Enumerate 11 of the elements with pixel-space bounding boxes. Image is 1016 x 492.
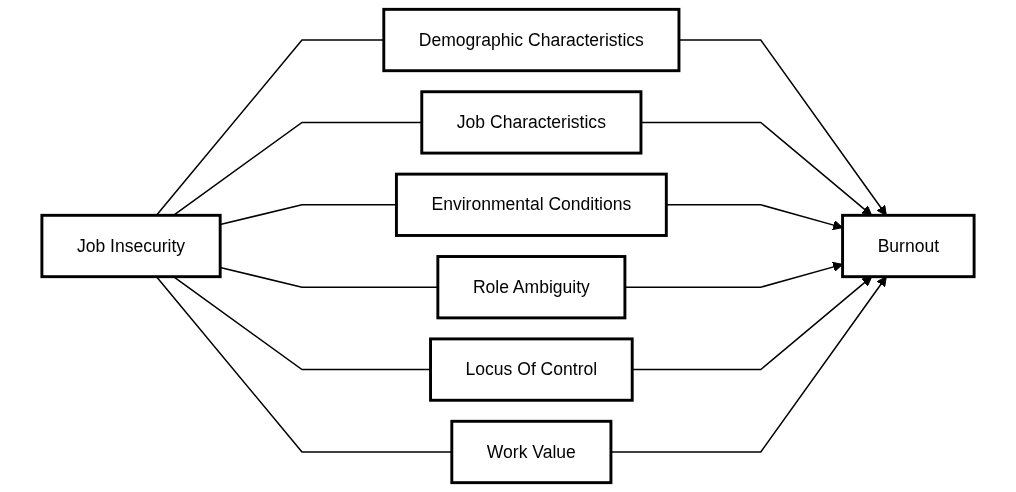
node-box: Work Value — [450, 419, 613, 485]
node-box: Locus Of Control — [429, 337, 634, 402]
node-box: Job Characteristics — [420, 90, 643, 155]
node-box: Environmental Conditions — [394, 172, 668, 237]
node-box: Role Ambiguity — [436, 255, 627, 320]
arrow — [640, 121, 873, 216]
arrow — [610, 276, 887, 453]
node-box: Burnout — [841, 213, 976, 279]
arrow — [678, 39, 887, 216]
node-box: Demographic Characteristics — [382, 7, 681, 73]
node-box: Job Insecurity — [40, 213, 222, 279]
